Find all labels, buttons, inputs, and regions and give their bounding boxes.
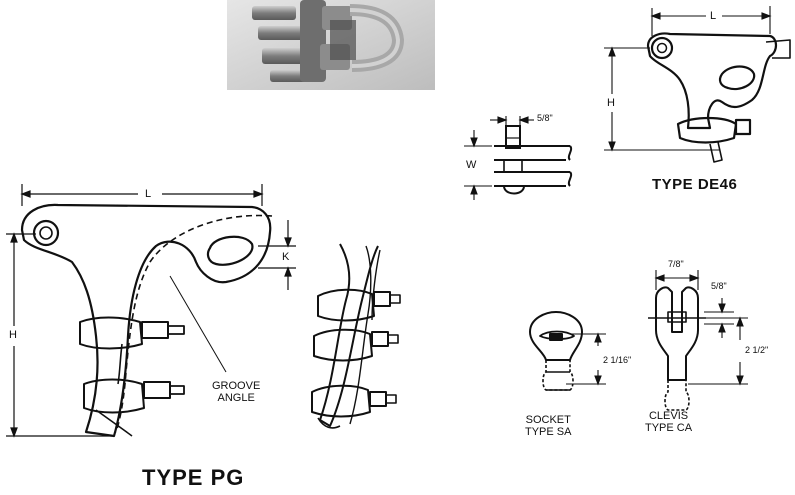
- socket-dim: 2 1/16": [603, 355, 632, 365]
- type-pg-title: TYPE PG: [142, 465, 245, 490]
- clevis-label-line-2: TYPE CA: [645, 422, 693, 434]
- socket-type-sa-label: SOCKET TYPE SA: [525, 414, 571, 438]
- w-detail-drawing: [494, 125, 573, 195]
- groove-angle-label: GROOVE ANGLE: [212, 380, 260, 404]
- groove-angle-line-2: ANGLE: [217, 392, 255, 404]
- clevis-dim-side: 5/8": [711, 281, 727, 291]
- w-detail-dim-w: W: [466, 159, 477, 171]
- groove-angle-line-1: GROOVE: [212, 380, 261, 392]
- type-de46-title: TYPE DE46: [652, 176, 738, 193]
- socket-label-line-2: TYPE SA: [525, 426, 572, 438]
- w-detail-dim-5-8: 5/8": [537, 113, 553, 123]
- clevis-type-ca-drawing: [648, 286, 706, 411]
- type-pg-dimensions: [6, 184, 296, 438]
- clevis-label-line-1: CLEVIS: [648, 410, 689, 422]
- type-de46-dimensions: [604, 6, 772, 152]
- type-pg-clamp-drawing: [20, 203, 273, 438]
- socket-type-sa-drawing: [529, 311, 583, 391]
- type-de46-dim-l: L: [710, 10, 717, 22]
- type-pg-side-view: [311, 243, 401, 429]
- type-de46-dim-h: H: [607, 97, 615, 109]
- type-pg-dim-l: L: [145, 188, 152, 200]
- clevis-dim-height: 2 1/2": [745, 345, 769, 355]
- type-pg-dim-h: H: [9, 329, 17, 341]
- clevis-dim-top: 7/8": [668, 259, 684, 269]
- w-detail-dimensions: [464, 116, 534, 200]
- product-photo: [227, 0, 435, 90]
- clevis-dimensions: [654, 270, 748, 386]
- socket-label-line-1: SOCKET: [525, 414, 571, 426]
- type-pg-dim-k: K: [282, 251, 290, 263]
- clevis-type-ca-label: CLEVIS TYPE CA: [645, 410, 692, 434]
- socket-dimensions: [566, 332, 606, 386]
- type-de46-drawing: [646, 32, 791, 163]
